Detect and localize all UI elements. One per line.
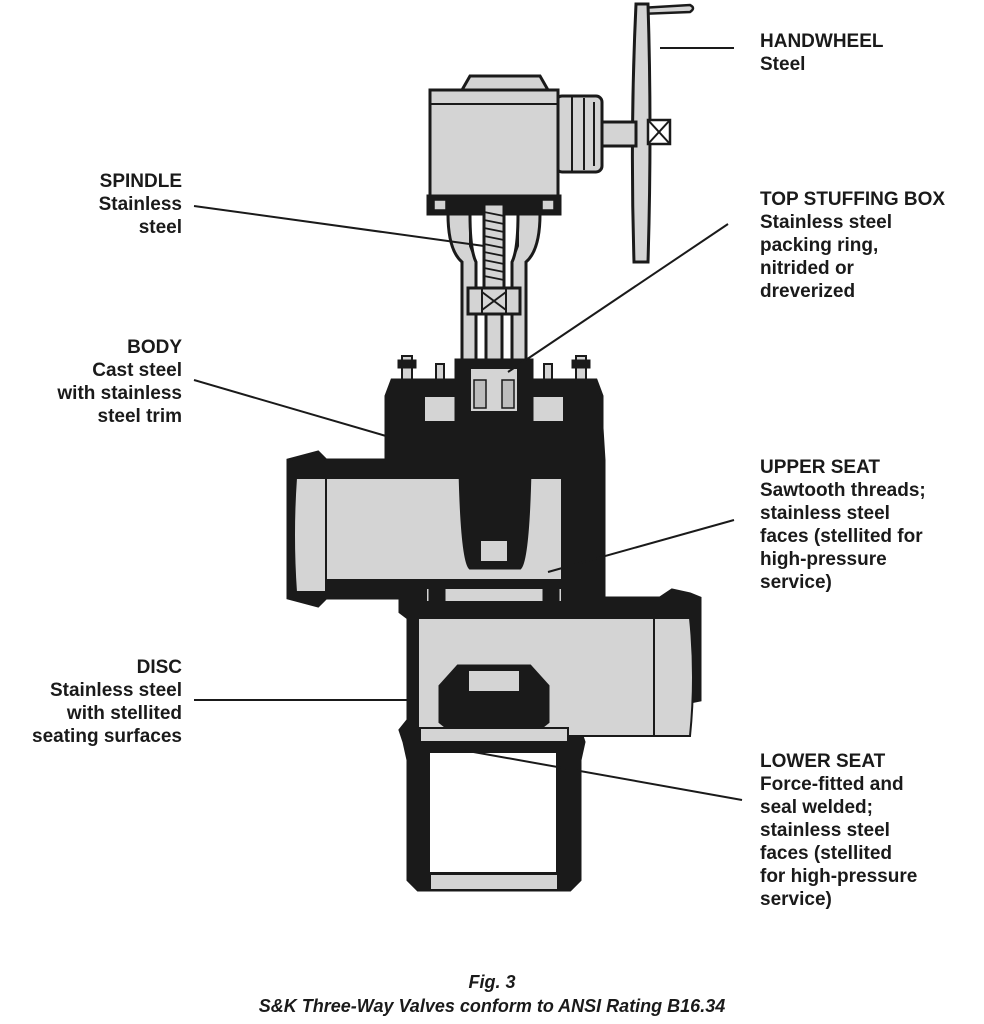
figure-number: Fig. 3: [468, 972, 516, 992]
label-body-line: Cast steel: [92, 360, 182, 381]
label-disc-title: DISC: [136, 657, 182, 678]
label-lower-seat-line: Force-fitted and: [760, 774, 904, 795]
label-handwheel: HANDWHEEL Steel: [760, 30, 884, 76]
label-spindle-title: SPINDLE: [99, 171, 182, 192]
label-lower-seat-line: service): [760, 889, 832, 910]
label-top-stuffing-box-line: Stainless steel: [760, 212, 893, 233]
label-body-line: with stainless: [57, 383, 182, 404]
label-upper-seat-line: service): [760, 572, 832, 593]
label-disc-line: seating surfaces: [32, 726, 182, 747]
label-body: BODY Cast steel with stainless steel tri…: [57, 336, 182, 428]
leader-lines: [193, 47, 743, 801]
label-handwheel-line: Steel: [760, 54, 806, 75]
label-lower-seat-title: LOWER SEAT: [760, 751, 886, 772]
label-lower-seat-line: for high-pressure: [760, 866, 918, 887]
label-spindle: SPINDLE Stainless steel: [99, 170, 182, 239]
label-spindle-line: steel: [138, 217, 182, 238]
label-lower-seat-line: stainless steel: [760, 820, 890, 841]
yoke: [446, 212, 542, 362]
label-upper-seat-title: UPPER SEAT: [760, 457, 881, 478]
label-top-stuffing-box: TOP STUFFING BOX Stainless steel packing…: [760, 188, 945, 303]
label-disc: DISC Stainless steel with stellited seat…: [32, 656, 182, 748]
label-spindle-line: Stainless: [98, 194, 182, 215]
leader-top-stuffing-box: [507, 223, 729, 373]
label-upper-seat-line: stainless steel: [760, 503, 890, 524]
leader-lower-seat: [439, 745, 743, 801]
leader-spindle: [193, 205, 485, 247]
label-lower-seat-line: seal welded;: [760, 797, 873, 818]
label-body-line: steel trim: [97, 406, 182, 427]
label-upper-seat-line: high-pressure: [760, 549, 887, 570]
valve-body: [286, 426, 702, 892]
label-lower-seat-line: faces (stellited: [760, 843, 892, 864]
label-handwheel-title: HANDWHEEL: [760, 31, 884, 52]
label-upper-seat: UPPER SEAT Sawtooth threads; stainless s…: [760, 456, 926, 594]
leader-body: [193, 379, 387, 437]
figure-caption: S&K Three-Way Valves conform to ANSI Rat…: [258, 996, 726, 1016]
label-body-title: BODY: [127, 337, 182, 358]
label-disc-line: Stainless steel: [49, 680, 182, 701]
label-upper-seat-line: faces (stellited for: [760, 526, 923, 547]
label-upper-seat-line: Sawtooth threads;: [760, 480, 926, 501]
gearbox: [426, 74, 562, 216]
label-top-stuffing-box-line: dreverized: [760, 281, 856, 302]
bonnet: [384, 355, 604, 430]
label-top-stuffing-box-title: TOP STUFFING BOX: [760, 189, 946, 210]
label-top-stuffing-box-line: nitrided or: [760, 258, 854, 279]
label-disc-line: with stellited: [66, 703, 182, 724]
label-top-stuffing-box-line: packing ring,: [760, 235, 879, 256]
label-lower-seat: LOWER SEAT Force-fitted and seal welded;…: [760, 750, 917, 911]
handwheel-assembly: [554, 2, 695, 264]
leader-upper-seat: [547, 519, 735, 573]
